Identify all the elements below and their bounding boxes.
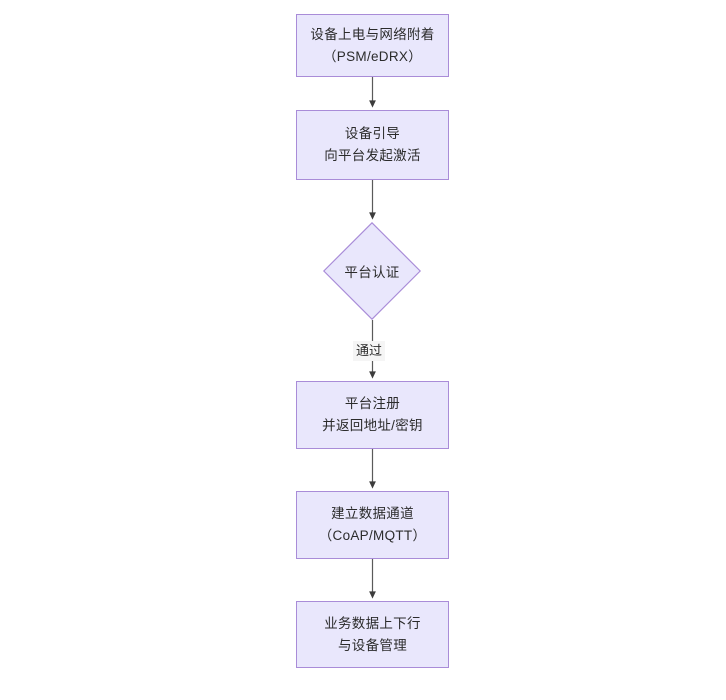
node-label-line1: 设备上电与网络附着 <box>310 26 435 42</box>
node-label-line1: 平台注册 <box>344 396 401 411</box>
node-label-line2: （CoAP/MQTT） <box>318 528 427 543</box>
node-label-line1: 平台认证 <box>344 265 400 280</box>
node-label-line2: 与设备管理 <box>338 637 407 653</box>
node-label-line1: 业务数据上下行 <box>324 615 421 631</box>
node-establish-data-channel[interactable]: 建立数据通道 （CoAP/MQTT） <box>296 491 449 559</box>
node-label-line1: 设备引导 <box>344 126 401 141</box>
node-label-line2: 向平台发起激活 <box>324 148 421 163</box>
node-label-line2: （PSM/eDRX） <box>322 48 423 64</box>
node-device-bootstrap[interactable]: 设备引导 向平台发起激活 <box>296 110 449 180</box>
node-device-power-on[interactable]: 设备上电与网络附着 （PSM/eDRX） <box>296 14 449 77</box>
node-label-line1: 建立数据通道 <box>331 506 414 521</box>
node-platform-authentication[interactable]: 平台认证 <box>323 222 421 320</box>
node-platform-registration[interactable]: 平台注册 并返回地址/密钥 <box>296 381 449 449</box>
edge-label-pass: 通过 <box>353 341 386 361</box>
node-business-data-and-device-management[interactable]: 业务数据上下行 与设备管理 <box>296 601 449 668</box>
node-label-line2: 并返回地址/密钥 <box>322 418 423 433</box>
diamond-shape <box>323 222 421 320</box>
